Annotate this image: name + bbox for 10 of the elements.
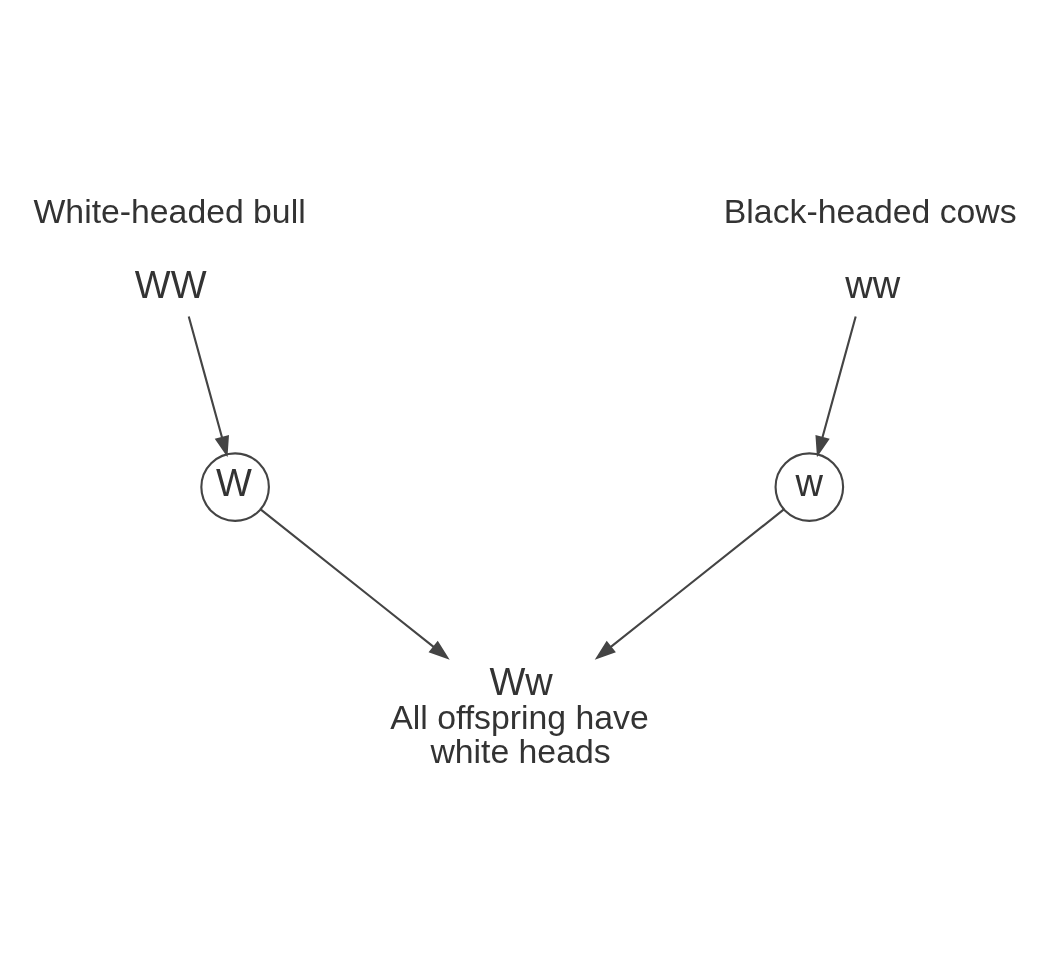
- arrow: [815, 315, 857, 457]
- arrow: [259, 508, 450, 660]
- node-label: White-headed bull: [33, 191, 306, 230]
- node-text: WW: [134, 263, 207, 306]
- node-circle: W: [200, 451, 270, 522]
- node-text: ww: [845, 263, 901, 306]
- node-label: Black-headed cows: [723, 191, 1017, 230]
- arrow: [187, 315, 229, 457]
- arrow: [594, 508, 785, 660]
- node-circle: w: [774, 451, 845, 522]
